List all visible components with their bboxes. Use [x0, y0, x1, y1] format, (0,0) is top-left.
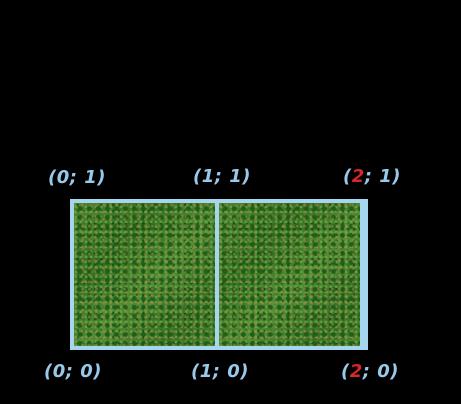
grass-tile-left [74, 203, 215, 346]
label-y-part: ; 0) [362, 361, 399, 382]
label-open-paren: ( [341, 361, 350, 382]
label-x-value-highlighted: 2 [349, 361, 363, 382]
label-y-part: ; 1) [69, 167, 106, 188]
label-open-paren: ( [191, 361, 200, 382]
label-open-paren: ( [343, 166, 352, 187]
label-x-value: 0 [52, 361, 66, 382]
label-y-part: ; 1) [364, 166, 401, 187]
corner-label-top-left: (0; 1) [48, 167, 106, 188]
label-open-paren: ( [193, 166, 202, 187]
label-y-part: ; 0) [65, 361, 102, 382]
grass-tile-right [219, 203, 360, 346]
tile-grid-frame [70, 199, 368, 350]
label-open-paren: ( [48, 167, 57, 188]
corner-label-top-right: (2; 1) [343, 166, 401, 187]
label-x-value: 1 [199, 361, 213, 382]
label-x-value-highlighted: 2 [351, 166, 365, 187]
label-y-part: ; 1) [214, 166, 251, 187]
corner-label-bottom-middle: (1; 0) [191, 361, 249, 382]
label-x-value: 0 [56, 167, 70, 188]
label-open-paren: ( [44, 361, 53, 382]
label-y-part: ; 0) [212, 361, 249, 382]
label-x-value: 1 [201, 166, 215, 187]
corner-label-bottom-right: (2; 0) [341, 361, 399, 382]
corner-label-bottom-left: (0; 0) [44, 361, 102, 382]
corner-label-top-middle: (1; 1) [193, 166, 251, 187]
